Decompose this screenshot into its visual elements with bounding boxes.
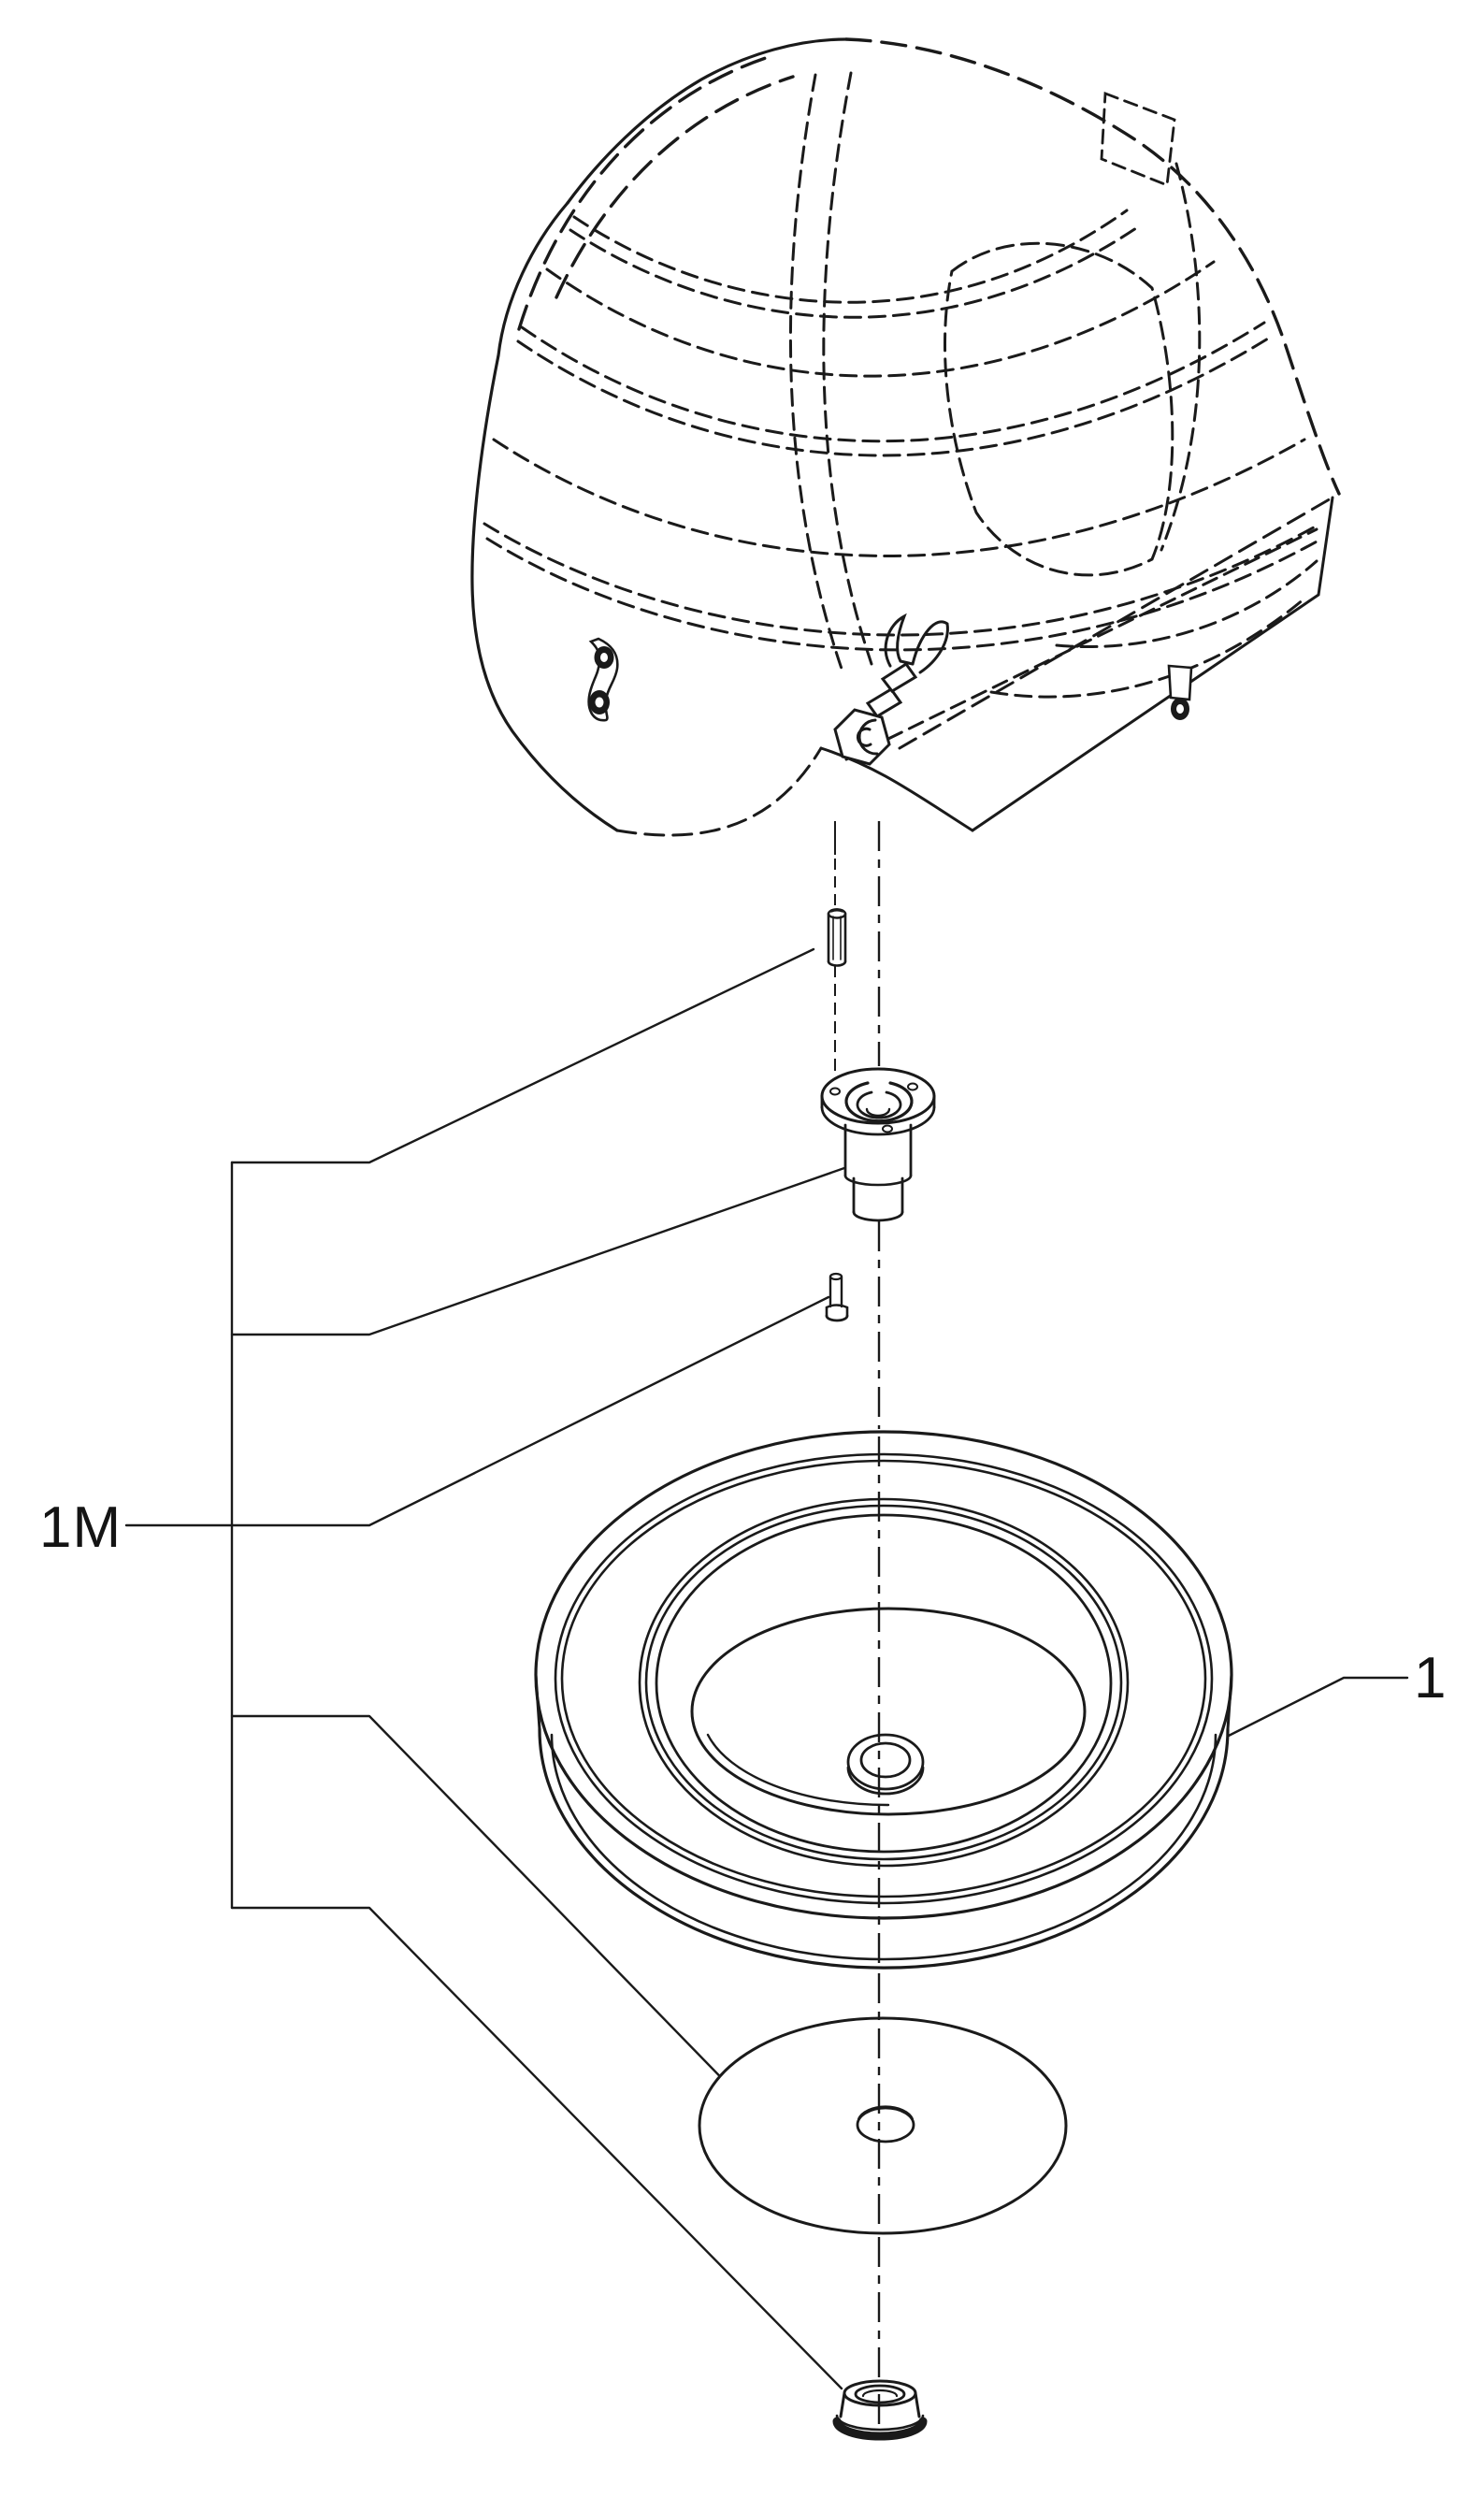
housing-window-dashed [944,241,1174,577]
housing-base-plate [615,496,1334,837]
mounting-screw [825,1272,849,1322]
leader-rubber-grommet [230,1906,843,2390]
filter-ring [534,1430,1233,1970]
leader-roll-pin [230,947,815,1164]
bushing-boss-outer [844,1081,914,1123]
ring-bottom-rim-outer [538,1727,1230,1970]
bushing-step [843,1174,913,1187]
pin-bottom [827,960,847,967]
leader-filter-ring [1204,1676,1409,1749]
callout-part-1 [1204,1676,1409,1749]
label-1m: 1M [39,1495,122,1560]
disc-hole-lip [857,2105,915,2120]
disc-outline [698,2016,1068,2235]
bushing-hole-right [907,1082,918,1091]
leader-backing-disc [230,1714,745,2102]
callout-bracket [124,947,865,2390]
housing-wing-bolt [833,613,949,766]
bushing-hole-front [882,1124,893,1133]
ring-band-2 [644,1504,1123,1861]
housing-right-cleat [1167,664,1193,720]
flanged-bushing [820,1067,936,1222]
ring-side-right [1226,1673,1233,1731]
grommet-side-right [914,2391,921,2418]
pin-top-slot [829,908,844,913]
screw-head-bottom [825,1314,849,1322]
ring-lip-outer [554,1452,1214,1905]
cover-housing [470,37,1341,837]
ring-bowl-floor [690,1607,1087,1816]
housing-tab-dashed [1100,92,1176,187]
grommet-side-left [839,2391,846,2418]
housing-contour-bands-dashed [483,71,1322,699]
backing-disc [698,2016,1068,2235]
roll-pin [827,908,847,967]
bushing-boss-inner [856,1090,902,1119]
ring-opening [655,1513,1113,1854]
disc-hole [856,2106,915,2143]
label-1: 1 [1414,1646,1447,1710]
rubber-grommet [832,2379,928,2441]
ring-bowl-floor-shadow [706,1733,890,1807]
leader-flanged-bushing [230,1160,865,1336]
ring-center-hub [846,1733,925,1796]
ring-lip-inner [560,1459,1207,1898]
ring-band-1 [638,1497,1130,1868]
housing-solid-outline [470,37,848,832]
leader-mounting-screw [124,1295,830,1527]
ring-side-left [534,1673,541,1731]
grommet-top-inner-2 [861,2389,899,2398]
grommet-flange-body [832,2417,928,2441]
bushing-flange-bottom [820,1105,936,1136]
screw-head-top [825,1304,849,1309]
bushing-hole-left [829,1087,841,1096]
housing-left-cleat [587,637,619,722]
bushing-tip-bottom [852,1210,904,1222]
bushing-bore-arc [865,1107,891,1118]
housing-outer-dome-dashed [517,37,1341,496]
ring-bottom-rim-inner [550,1733,1217,1961]
